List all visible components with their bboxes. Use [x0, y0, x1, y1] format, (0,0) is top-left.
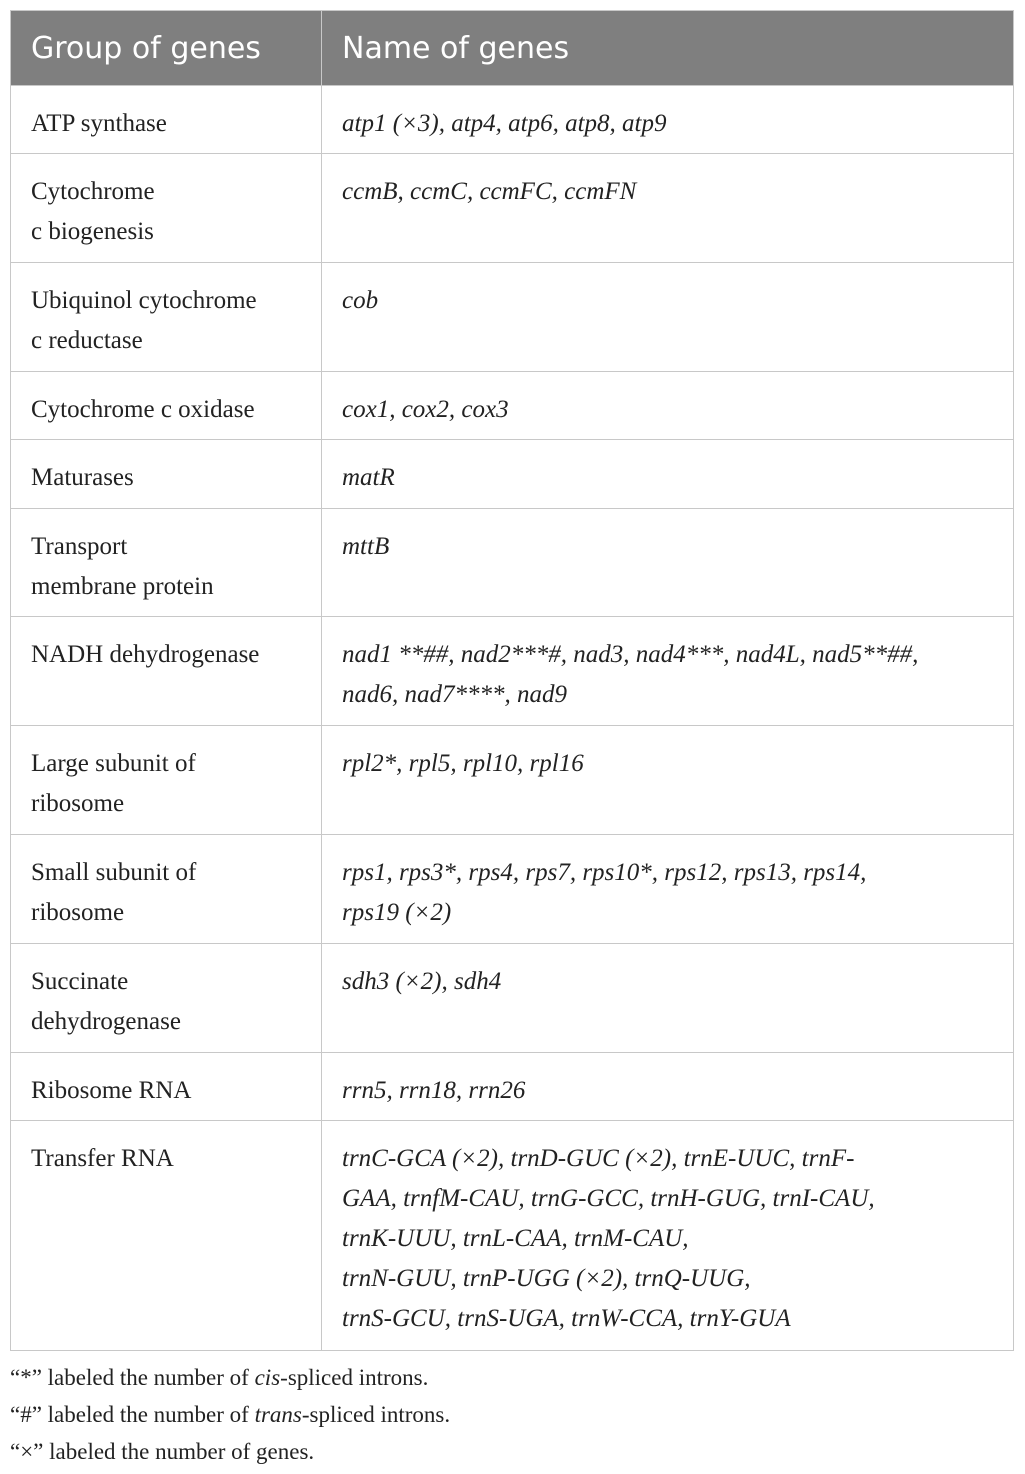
- table-row: Maturases matR: [10, 439, 1014, 509]
- table-row: Ubiquinol cytochrome c reductase cob: [10, 262, 1014, 372]
- gene-names-line: atp1 (×3), atp4, atp6, atp8, atp9: [342, 110, 667, 137]
- footnote-trans-tail: -spliced introns.: [301, 1402, 451, 1427]
- gene-names-cell: ccmB, ccmC, ccmFC, ccmFN: [321, 153, 1014, 263]
- gene-table: Group of genes Name of genes ATP synthas…: [10, 10, 1014, 1351]
- gene-names-line: GAA, trnfM-CAU, trnG-GCC, trnH-GUG, trnI…: [342, 1185, 875, 1212]
- table-row: Ribosome RNA rrn5, rrn18, rrn26: [10, 1052, 1014, 1121]
- gene-group-line: Succinate: [31, 968, 129, 995]
- gene-names-line: cox1, cox2, cox3: [342, 396, 509, 423]
- gene-group-line: c reductase: [31, 327, 143, 354]
- gene-group-cell: Transport membrane protein: [10, 508, 322, 617]
- gene-group-line: ATP synthase: [31, 110, 167, 137]
- gene-group-cell: Cytochrome c biogenesis: [10, 153, 322, 263]
- gene-group-line: Small subunit of: [31, 859, 197, 886]
- table-row: NADH dehydrogenase nad1 **##, nad2***#, n…: [10, 616, 1014, 726]
- gene-group-line: Transfer RNA: [31, 1145, 174, 1172]
- gene-names-line: sdh3 (×2), sdh4: [342, 968, 502, 995]
- header-name-of-genes: Name of genes: [321, 10, 1014, 86]
- gene-names-line: rpl2*, rpl5, rpl10, rpl16: [342, 750, 584, 777]
- gene-group-cell: Cytochrome c oxidase: [10, 371, 322, 440]
- table-row: Succinate dehydrogenase sdh3 (×2), sdh4: [10, 943, 1014, 1053]
- table-row: ATP synthase atp1 (×3), atp4, atp6, atp8,…: [10, 85, 1014, 154]
- gene-names-line: nad1 **##, nad2***#, nad3, nad4***, nad4…: [342, 641, 919, 668]
- gene-group-line: Cytochrome: [31, 178, 155, 205]
- gene-group-cell: ATP synthase: [10, 85, 322, 154]
- gene-group-line: Maturases: [31, 464, 134, 491]
- gene-names-cell: rps1, rps3*, rps4, rps7, rps10*, rps12, …: [321, 834, 1014, 944]
- gene-names-line: ccmB, ccmC, ccmFC, ccmFN: [342, 178, 637, 205]
- table-header-row: Group of genes Name of genes: [10, 10, 1014, 86]
- table-row: Cytochrome c biogenesis ccmB, ccmC, ccmFC,…: [10, 153, 1014, 263]
- gene-group-cell: Large subunit of ribosome: [10, 725, 322, 835]
- gene-names-cell: cox1, cox2, cox3: [321, 371, 1014, 440]
- table-row: Transport membrane protein mttB: [10, 508, 1014, 617]
- gene-names-line: trnS-GCU, trnS-UGA, trnW-CCA, trnY-GUA: [342, 1305, 791, 1332]
- gene-group-line: NADH dehydrogenase: [31, 641, 260, 668]
- gene-group-line: Ubiquinol cytochrome: [31, 287, 257, 314]
- footnote-genes: “×” labeled the number of genes.: [10, 1439, 315, 1464]
- footnote-cis-text: “*” labeled the number of: [10, 1365, 255, 1390]
- gene-group-line: c biogenesis: [31, 218, 154, 245]
- gene-group-cell: Succinate dehydrogenase: [10, 943, 322, 1053]
- table-row: Cytochrome c oxidase cox1, cox2, cox3: [10, 371, 1014, 440]
- gene-names-line: nad6, nad7****, nad9: [342, 681, 567, 708]
- table-row: Small subunit of ribosome rps1, rps3*, rps…: [10, 834, 1014, 944]
- gene-names-line: rrn5, rrn18, rrn26: [342, 1077, 526, 1104]
- gene-group-cell: Maturases: [10, 439, 322, 509]
- footnote-cis-em: cis: [254, 1365, 281, 1390]
- gene-names-cell: cob: [321, 262, 1014, 372]
- gene-names-cell: sdh3 (×2), sdh4: [321, 943, 1014, 1053]
- table-row: Transfer RNA trnC-GCA (×2), trnD-GUC (×2)…: [10, 1120, 1014, 1351]
- gene-names-cell: nad1 **##, nad2***#, nad3, nad4***, nad4…: [321, 616, 1014, 726]
- gene-names-line: trnC-GCA (×2), trnD-GUC (×2), trnE-UUC, …: [342, 1145, 855, 1172]
- gene-group-line: Large subunit of: [31, 750, 196, 777]
- gene-group-line: membrane protein: [31, 573, 214, 600]
- footnote-trans-text: “#” labeled the number of: [10, 1402, 255, 1427]
- gene-group-cell: NADH dehydrogenase: [10, 616, 322, 726]
- footnote-cis: “*” labeled the number of cis-spliced in…: [10, 1359, 1015, 1396]
- gene-names-cell: matR: [321, 439, 1014, 509]
- gene-group-line: Transport: [31, 533, 128, 560]
- footnote-trans-em: trans: [254, 1402, 302, 1427]
- gene-group-line: dehydrogenase: [31, 1008, 181, 1035]
- table-row: Large subunit of ribosome rpl2*, rpl5, rpl…: [10, 725, 1014, 835]
- gene-names-line: rps1, rps3*, rps4, rps7, rps10*, rps12, …: [342, 859, 867, 886]
- gene-names-line: rps19 (×2): [342, 899, 452, 926]
- gene-names-cell: rrn5, rrn18, rrn26: [321, 1052, 1014, 1121]
- footnote-cis-tail: -spliced introns.: [280, 1365, 429, 1390]
- table-body: ATP synthase atp1 (×3), atp4, atp6, atp8,…: [10, 85, 1014, 1351]
- gene-group-line: Cytochrome c oxidase: [31, 396, 255, 423]
- gene-names-cell: trnC-GCA (×2), trnD-GUC (×2), trnE-UUC, …: [321, 1120, 1014, 1351]
- gene-names-cell: rpl2*, rpl5, rpl10, rpl16: [321, 725, 1014, 835]
- gene-names-line: matR: [342, 464, 395, 491]
- gene-group-cell: Ribosome RNA: [10, 1052, 322, 1121]
- footnote-trans: “#” labeled the number of trans-spliced …: [10, 1396, 1015, 1433]
- gene-table-container: Group of genes Name of genes ATP synthas…: [10, 10, 1015, 1470]
- gene-group-line: ribosome: [31, 790, 125, 817]
- gene-group-cell: Ubiquinol cytochrome c reductase: [10, 262, 322, 372]
- gene-names-line: cob: [342, 287, 379, 314]
- gene-names-line: trnN-GUU, trnP-UGG (×2), trnQ-UUG,: [342, 1265, 751, 1292]
- gene-names-line: trnK-UUU, trnL-CAA, trnM-CAU,: [342, 1225, 689, 1252]
- gene-group-cell: Transfer RNA: [10, 1120, 322, 1351]
- header-group-of-genes: Group of genes: [10, 10, 322, 86]
- gene-group-line: Ribosome RNA: [31, 1077, 192, 1104]
- gene-names-cell: mttB: [321, 508, 1014, 617]
- gene-names-line: mttB: [342, 533, 390, 560]
- footnotes: “*” labeled the number of cis-spliced in…: [10, 1359, 1015, 1470]
- gene-group-cell: Small subunit of ribosome: [10, 834, 322, 944]
- gene-names-cell: atp1 (×3), atp4, atp6, atp8, atp9: [321, 85, 1014, 154]
- gene-group-line: ribosome: [31, 899, 125, 926]
